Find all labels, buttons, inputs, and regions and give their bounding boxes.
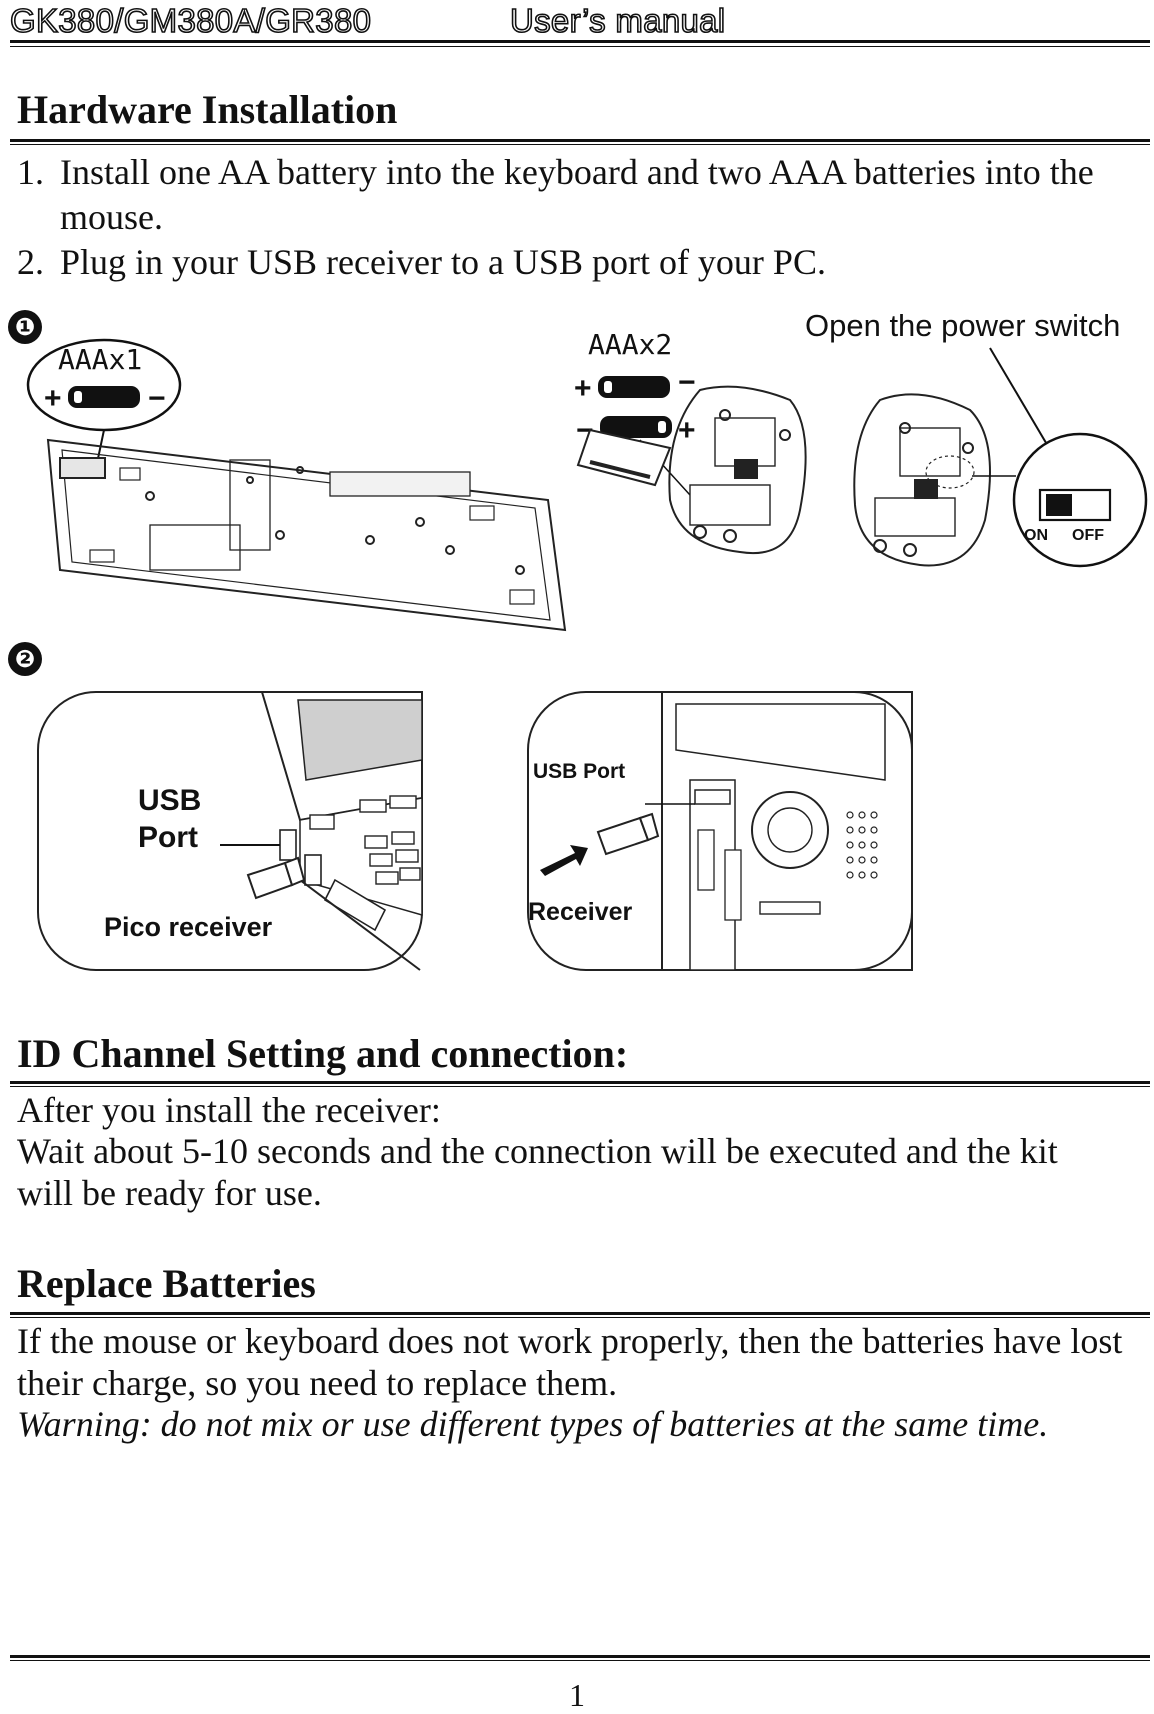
keyboard-battery-callout: AAAx1 + −	[26, 338, 182, 469]
aaa-battery-icon: + −	[44, 382, 166, 415]
page-header: GK380/GM380A/GR380 User’s manual	[9, 0, 1150, 48]
desktop-panel: USB Port Receiver	[527, 691, 913, 971]
replace-batteries-heading: Replace Batteries	[17, 1261, 316, 1306]
aaa-battery-icon	[598, 376, 670, 398]
mouse-underside-drawing	[853, 393, 991, 567]
keyboard-keys-drawing	[309, 795, 421, 885]
usb-receiver-illustration: USB Port Pico receiver USB Port Receiver	[37, 691, 913, 971]
hardware-installation-heading: Hardware Installation	[17, 87, 398, 132]
header-manual-title: User’s manual	[509, 1, 726, 40]
step-text: Install one AA battery into the keyboard…	[60, 152, 1094, 237]
vent-holes-drawing	[846, 811, 878, 879]
laptop-panel: USB Port Pico receiver	[37, 691, 423, 971]
page-number: 1	[569, 1677, 585, 1713]
desktop-usb-port-label: USB Port	[533, 760, 625, 783]
step-text: Plug in your USB receiver to a USB port …	[60, 242, 826, 282]
header-model-name: GK380/GM380A/GR380	[9, 1, 372, 40]
id-channel-line1: After you install the receiver:	[17, 1090, 441, 1130]
id-channel-heading: ID Channel Setting and connection:	[17, 1031, 629, 1076]
battery-cover-drawing	[576, 428, 672, 487]
laptop-port-label: Port	[138, 821, 198, 854]
footer-rule	[10, 1655, 1150, 1661]
svg-text:+: +	[44, 382, 62, 415]
switch-on-label: ON	[1024, 527, 1048, 544]
aaa-battery-icon	[600, 416, 672, 438]
svg-text:−: −	[148, 382, 166, 415]
step-number: 1.	[17, 152, 44, 192]
power-switch-label: Open the power switch	[805, 308, 1120, 343]
pico-receiver-label: Pico receiver	[104, 912, 273, 942]
keyboard-battery-label: AAAx1	[58, 343, 142, 376]
plus-sign: +	[574, 372, 592, 405]
mouse-battery-label: AAAx2	[588, 328, 672, 361]
battery-installation-illustration: AAAx1 + − AAAx2 + − − +	[26, 308, 1148, 632]
laptop-usb-label: USB	[138, 784, 201, 817]
keyboard-underside-drawing	[46, 438, 567, 632]
replace-batteries-text: If the mouse or keyboard does not work p…	[17, 1321, 1123, 1403]
id-channel-heading-rule	[10, 1081, 1150, 1087]
figure-2-marker: ❷	[8, 642, 42, 676]
replace-batteries-warning: Warning: do not mix or use different typ…	[17, 1404, 1049, 1444]
mouse-underside-drawing	[668, 385, 807, 555]
minus-sign: −	[678, 366, 696, 399]
arrow-icon	[540, 845, 588, 876]
power-switch-callout: Open the power switch ON OFF	[805, 308, 1148, 568]
id-channel-line2: Wait about 5-10 seconds and the connecti…	[17, 1131, 1058, 1213]
hardware-heading-rule	[10, 139, 1150, 145]
header-rule	[10, 40, 1150, 47]
pc-back-panel-drawing	[661, 691, 913, 971]
usb-port-drawing	[694, 789, 731, 805]
usb-port-drawing	[279, 829, 297, 861]
receiver-label: Receiver	[528, 898, 633, 926]
plus-sign: +	[678, 414, 696, 447]
replace-batteries-heading-rule	[10, 1312, 1150, 1318]
switch-off-label: OFF	[1072, 527, 1104, 544]
step-number: 2.	[17, 242, 44, 282]
figure-1-marker: ❶	[8, 310, 42, 344]
